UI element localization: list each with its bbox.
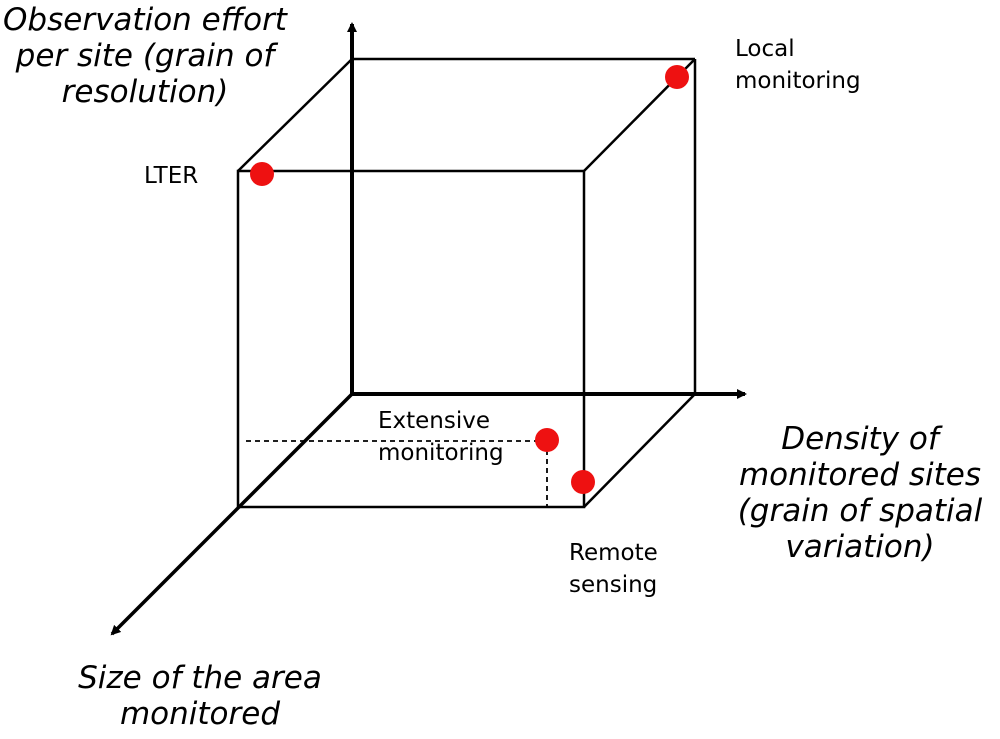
title-line: per site (grain of — [15, 38, 275, 74]
depth-axis — [110, 392, 354, 636]
title-line: (grain of spatial — [737, 493, 983, 529]
point-lter — [250, 162, 274, 186]
title-line: Observation effort — [3, 2, 287, 38]
edge-bottom-right — [583, 393, 696, 508]
title-line: monitored sites — [738, 457, 982, 493]
label-line: monitoring — [735, 68, 861, 94]
label-lter: LTER — [144, 160, 198, 192]
front-face — [236, 169, 586, 509]
title-line: variation) — [785, 529, 935, 565]
label-extensive-monitoring: Extensive monitoring — [378, 405, 504, 469]
vertical-axis-title: Observation effort per site (grain of re… — [0, 2, 290, 110]
label-remote-sensing: Remote sensing — [569, 537, 658, 601]
label-line: Local — [735, 36, 795, 62]
title-line: monitored — [119, 696, 281, 732]
title-line: resolution) — [61, 74, 229, 110]
label-line: LTER — [144, 163, 199, 189]
title-line: Density of — [781, 421, 939, 457]
title-line: Size of the area — [78, 660, 322, 696]
label-line: sensing — [569, 572, 658, 598]
horizontal-axis-title: Density of monitored sites (grain of spa… — [720, 421, 1000, 565]
label-line: Extensive — [378, 408, 491, 434]
edge-top-left — [237, 58, 353, 172]
label-line: Remote — [569, 540, 658, 566]
depth-axis-title: Size of the area monitored — [40, 660, 360, 732]
point-extensive-monitoring — [535, 428, 559, 452]
label-line: monitoring — [378, 440, 504, 466]
point-remote-sensing — [571, 470, 595, 494]
point-local-monitoring — [665, 65, 689, 89]
label-local-monitoring: Local monitoring — [735, 33, 861, 97]
